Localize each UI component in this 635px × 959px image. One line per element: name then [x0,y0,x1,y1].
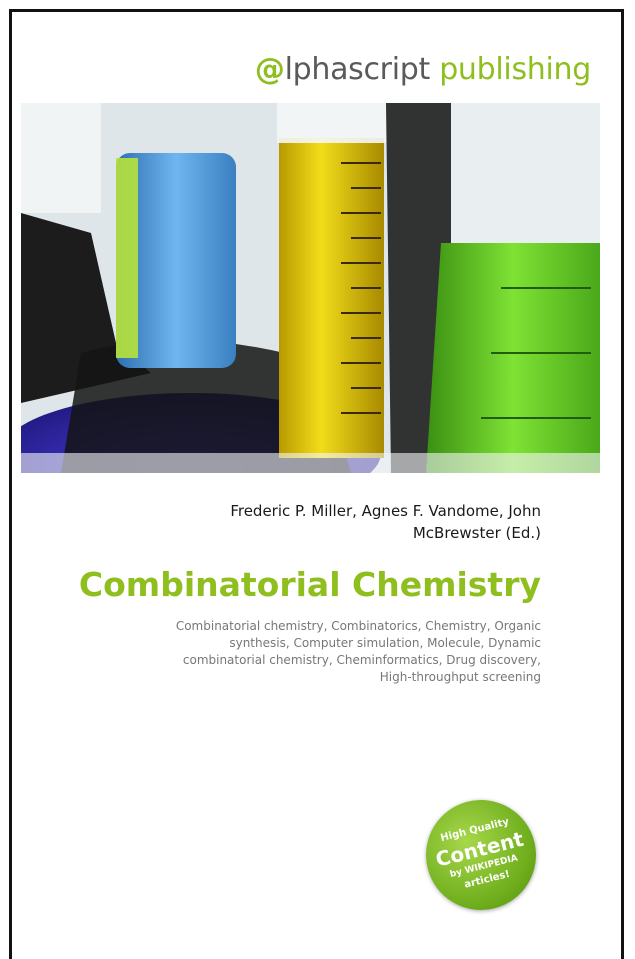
subtitle-line: High-throughput screening [379,670,541,684]
book-title: Combinatorial Chemistry [78,565,541,604]
publisher-logo: @lphascript publishing [12,52,591,87]
publisher-name-second: publishing [429,52,591,87]
quality-content-badge: High Quality Content by WIKIPEDIA articl… [414,788,548,922]
cover-photo-test-tubes [21,103,600,473]
subtitle-line: Combinatorial chemistry, Combinatorics, … [175,619,541,633]
book-authors: Frederic P. Miller, Agnes F. Vandome, Jo… [121,500,541,544]
subtitle-line: combinatorial chemistry, Cheminformatics… [182,653,541,667]
publisher-at-glyph: @ [254,52,285,87]
publisher-name: lphascript [284,52,431,87]
subtitle-line: synthesis, Computer simulation, Molecule… [229,636,541,650]
authors-line: McBrewster (Ed.) [412,524,541,542]
book-subtitle: Combinatorial chemistry, Combinatorics, … [61,618,541,686]
authors-line: Frederic P. Miller, Agnes F. Vandome, Jo… [230,502,541,520]
lab-glassware-illustration [21,103,600,473]
book-cover: @lphascript publishing [9,9,624,959]
